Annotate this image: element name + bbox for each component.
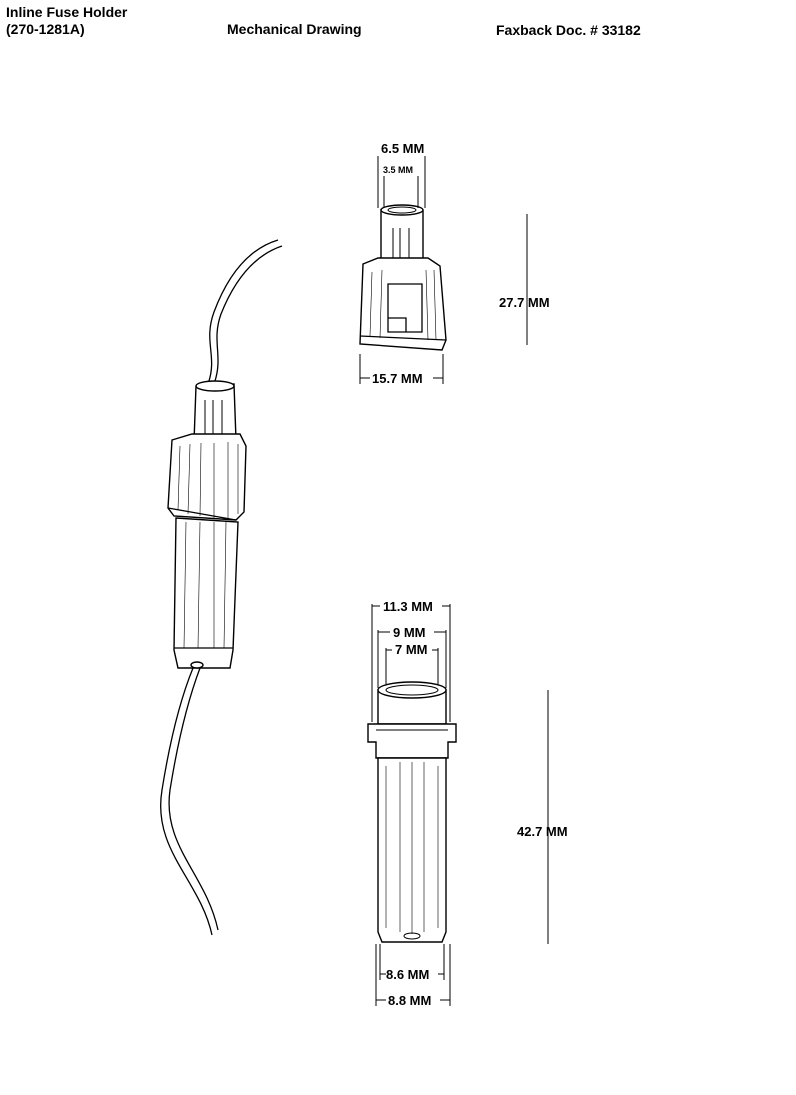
cap-base-edge xyxy=(167,507,237,521)
body-dim-8-8: 8.8 MM xyxy=(388,993,431,1008)
dim-line-3-5 xyxy=(383,176,419,208)
body-tube-ribs xyxy=(385,762,439,934)
fuse-body-detail: 11.3 MM 9 MM 7 MM 42.7 MM 8.6 MM 8.8 MM xyxy=(367,599,568,1008)
assembled-cap xyxy=(167,433,247,521)
dim-line-7 xyxy=(385,648,439,684)
dim-line-9 xyxy=(377,630,447,688)
body-dim-42-7: 42.7 MM xyxy=(517,824,568,839)
dim-line-6-5 xyxy=(377,156,426,208)
cap-dim-27-7: 27.7 MM xyxy=(499,295,550,310)
cap-dim-15-7: 15.7 MM xyxy=(372,371,423,386)
title-line-1: Inline Fuse Holder xyxy=(6,4,128,20)
cap-window xyxy=(387,283,423,333)
faxback-doc-number: Faxback Doc. # 33182 xyxy=(496,22,641,38)
document-title: Inline Fuse Holder (270-1281A) xyxy=(6,4,127,38)
assembled-fuse-holder xyxy=(160,239,283,936)
cap-neck-bore xyxy=(387,206,417,214)
dim-line-11-3 xyxy=(371,604,451,722)
dim-line-15-7 xyxy=(359,354,444,384)
neck-slots xyxy=(204,400,223,436)
lower-wire xyxy=(160,667,213,936)
body-dim-8-6: 8.6 MM xyxy=(386,967,429,982)
drawing-type-label: Mechanical Drawing xyxy=(227,21,362,37)
body-collar-rim xyxy=(377,681,447,699)
cap-dim-3-5: 3.5 MM xyxy=(383,165,413,175)
dim-line-8-6 xyxy=(379,944,445,980)
lower-wire-outline xyxy=(168,667,219,931)
dim-line-8-8 xyxy=(375,944,451,1006)
cap-detail: 6.5 MM 3.5 MM 27.7 MM 15.7 MM xyxy=(359,141,550,386)
body-dim-9: 9 MM xyxy=(393,625,426,640)
wire-exit xyxy=(190,661,204,669)
cap-base-edge xyxy=(359,335,447,341)
assembled-neck-rim xyxy=(195,380,235,392)
body-tube-hole xyxy=(403,932,421,940)
body-dim-7: 7 MM xyxy=(395,642,428,657)
cap-body-ridges xyxy=(369,269,437,341)
cap-dim-6-5: 6.5 MM xyxy=(381,141,424,156)
body-dim-11-3: 11.3 MM xyxy=(383,599,433,614)
cap-ridges xyxy=(177,442,239,518)
upper-wire xyxy=(207,239,279,385)
assembled-tube xyxy=(173,517,239,669)
body-collar-bore xyxy=(385,684,439,696)
title-line-2: (270-1281A) xyxy=(6,21,85,37)
tube-ribs xyxy=(183,521,227,649)
body-flange xyxy=(367,723,457,759)
cap-bayonet-slot xyxy=(388,317,407,332)
upper-wire-outline xyxy=(213,245,283,385)
